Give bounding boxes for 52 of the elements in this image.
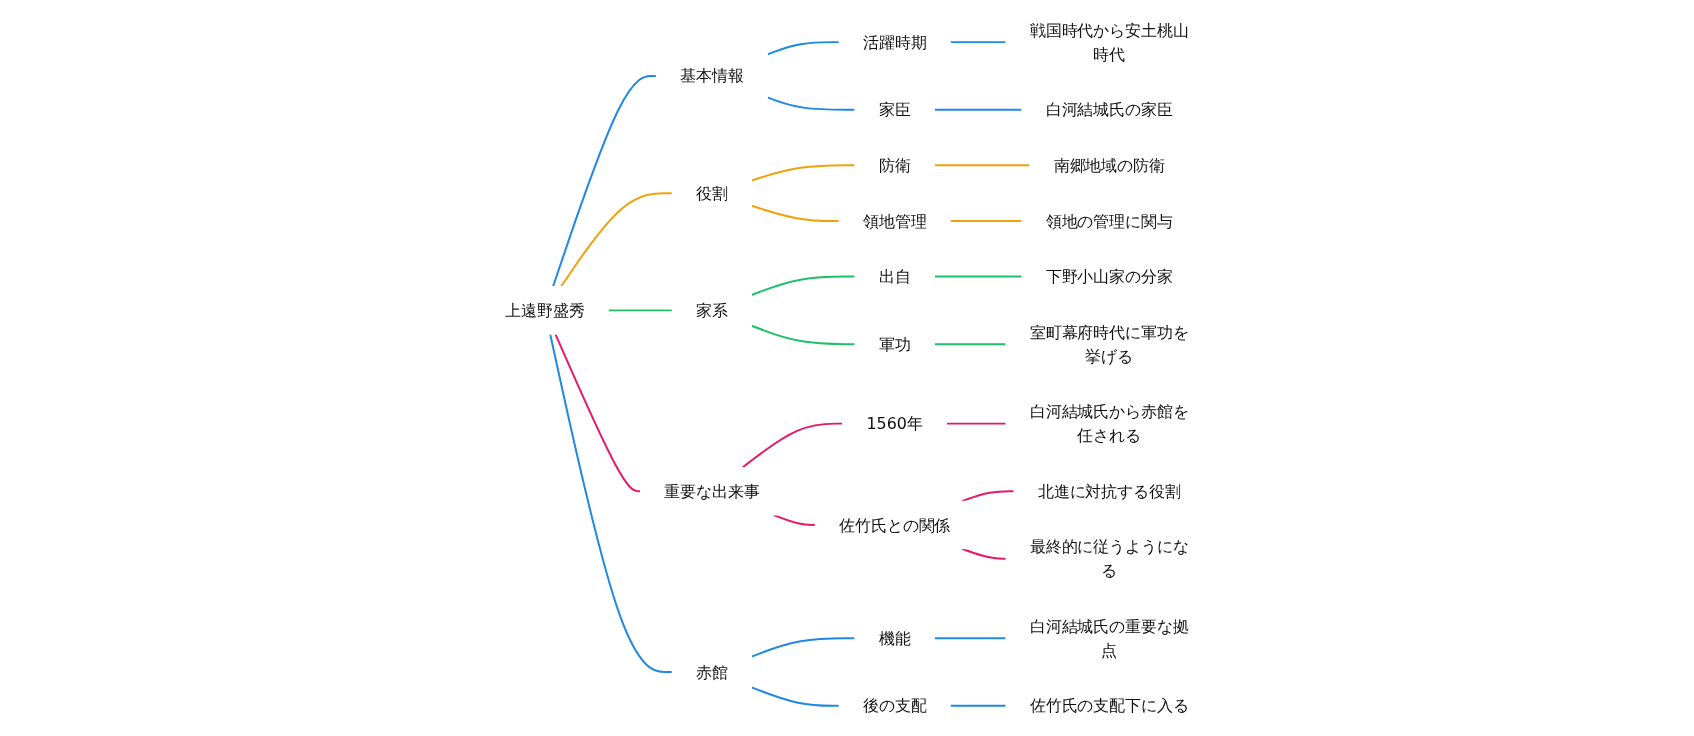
- connector: [949, 704, 1007, 707]
- connector: [750, 204, 841, 222]
- node-text: 白河結城氏の家臣: [1045, 100, 1173, 120]
- connector: [961, 547, 1007, 560]
- connector: [949, 41, 1007, 44]
- node-text: 役割: [695, 183, 728, 203]
- node-text: 戦国時代から安土桃山時代: [1029, 20, 1189, 64]
- node-text: 活躍時期: [862, 32, 927, 52]
- node-text: 重要な出来事: [664, 481, 760, 501]
- node-text: 佐竹氏の支配下に入る: [1029, 696, 1189, 716]
- connector: [961, 490, 1015, 503]
- node-text: 家臣: [878, 100, 911, 120]
- node-text: 領地管理: [862, 211, 927, 231]
- connector: [549, 333, 674, 673]
- connector: [750, 275, 856, 296]
- connector: [945, 422, 1007, 425]
- connector: [750, 637, 856, 658]
- connector: [741, 422, 844, 469]
- node-text: 基本情報: [680, 66, 744, 86]
- connector: [933, 108, 1023, 111]
- node-text: 白河結城氏の重要な拠点: [1029, 616, 1189, 660]
- connector: [560, 192, 674, 288]
- connector: [552, 74, 658, 288]
- node-text: 南郷地域の防衛: [1053, 155, 1165, 175]
- node-text: 領地の管理に関与: [1045, 211, 1173, 231]
- node-text: 上遠野盛秀: [505, 300, 585, 320]
- node-text: 後の支配: [862, 696, 927, 716]
- connector: [933, 343, 1007, 346]
- node-text: 軍功: [878, 334, 911, 354]
- node-text: 白河結城氏から赤館を任される: [1029, 402, 1189, 446]
- node-text: 家系: [695, 300, 728, 320]
- connector: [766, 96, 856, 111]
- node-text: 出自: [878, 267, 911, 287]
- node-text: 室町幕府時代に軍功を挙げる: [1029, 322, 1189, 366]
- connector: [750, 686, 841, 707]
- connector: [554, 333, 642, 493]
- node-text: 最終的に従うようになる: [1029, 537, 1189, 581]
- connector: [933, 637, 1007, 640]
- connector: [949, 219, 1023, 222]
- node-text: 佐竹氏との関係: [839, 515, 951, 535]
- node-text: 1560年: [866, 414, 923, 434]
- connector: [750, 164, 856, 182]
- connector: [750, 324, 856, 346]
- node-text: 北進に対抗する役割: [1037, 481, 1181, 501]
- node-text: 下野小山家の分家: [1045, 267, 1173, 287]
- node-text: 防衛: [878, 155, 911, 175]
- connector: [607, 309, 674, 312]
- node-text: 赤館: [695, 662, 728, 682]
- connector: [933, 275, 1023, 278]
- node-text: 機能: [878, 628, 911, 648]
- connector: [766, 41, 841, 56]
- connector: [933, 164, 1031, 167]
